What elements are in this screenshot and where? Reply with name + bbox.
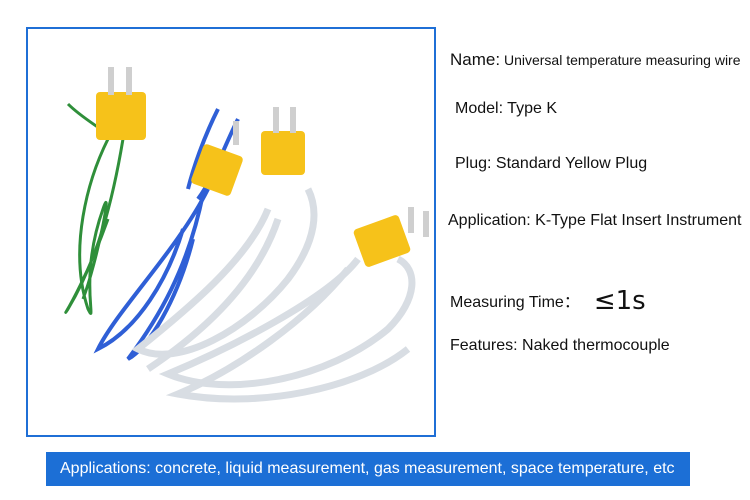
- spec-name-value: Universal temperature measuring wire: [500, 52, 741, 68]
- spec-plug: Plug: Standard Yellow Plug: [455, 155, 647, 173]
- applications-banner-text: Applications: concrete, liquid measureme…: [60, 460, 675, 477]
- spec-application-text: Application: K-Type Flat Insert Instrume…: [448, 212, 742, 229]
- spec-plug-text: Plug: Standard Yellow Plug: [455, 155, 648, 172]
- spec-features: Features: Naked thermocouple: [450, 337, 670, 355]
- spec-name-label: Name:: [450, 50, 501, 69]
- thermocouple-wires-illustration: [64, 67, 429, 403]
- product-photo: [26, 27, 436, 437]
- applications-banner: Applications: concrete, liquid measureme…: [46, 452, 690, 486]
- spec-name: Name: Universal temperature measuring wi…: [450, 50, 741, 70]
- spec-model-text: Model: Type K: [455, 100, 557, 117]
- spec-measuring-time: Measuring Time： ≤1s: [450, 284, 646, 316]
- yellow-plug: [96, 92, 146, 140]
- spec-model: Model: Type K: [455, 100, 557, 118]
- spec-measuring-time-label: Measuring Time：: [450, 294, 580, 311]
- spec-features-text: Features: Naked thermocouple: [450, 337, 670, 354]
- white-braided-wire: [131, 187, 318, 372]
- spec-measuring-time-value: ≤1s: [593, 286, 646, 316]
- spec-application: Application: K-Type Flat Insert Instrume…: [448, 212, 741, 230]
